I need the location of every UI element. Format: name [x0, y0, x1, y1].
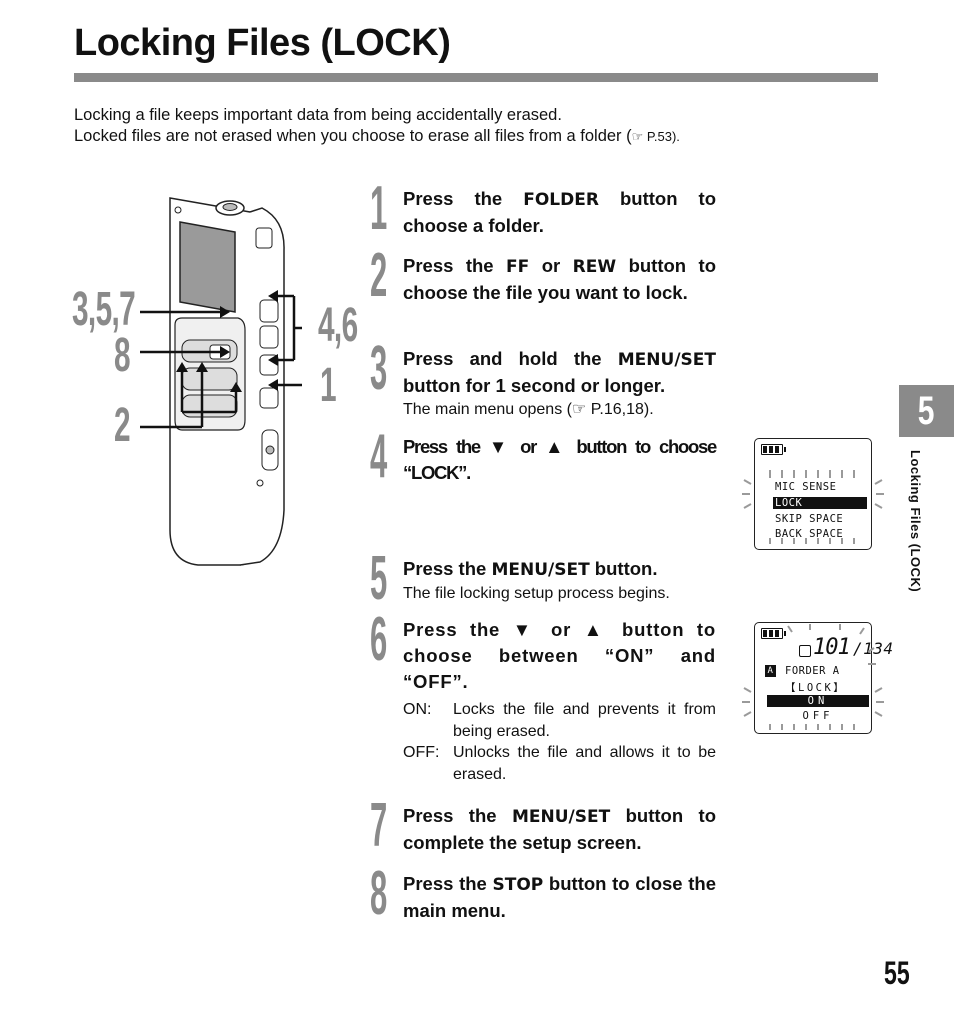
lcd-screen: MIC SENSE LOCK SKIP SPACE BACK SPACE	[754, 438, 872, 550]
blink-indicator	[742, 624, 884, 730]
total-files: /134	[853, 639, 894, 658]
step-number: 4	[370, 422, 388, 491]
chapter-tab: 5	[899, 385, 954, 437]
button-name: STOP	[492, 875, 544, 895]
lock-icon	[799, 645, 811, 657]
menu-item-selected: LOCK	[773, 497, 867, 509]
step-8: 8 Press the STOP button to close the mai…	[370, 863, 716, 925]
step-instruction: Press the MENU/SET button to complete th…	[403, 805, 716, 853]
intro-line-1: Locking a file keeps important data from…	[74, 106, 562, 124]
step-1: 1 Press the FOLDER button to choose a fo…	[370, 178, 717, 240]
step-number: 8	[370, 859, 388, 928]
folder-icon: A	[765, 665, 776, 677]
intro-line-2-text: Locked files are not erased when you cho…	[74, 127, 632, 145]
step-instruction: Press and hold the MENU/SET button for 1…	[403, 348, 716, 396]
step-instruction: Press the FOLDER button to choose a fold…	[403, 188, 717, 236]
callout-3-5-7: 3,5,7	[72, 283, 136, 336]
callout-4-6: 4,6	[318, 299, 358, 352]
page-reference: ☞ P.53).	[631, 129, 680, 144]
step-instruction: Press the MENU/SET button.	[403, 558, 658, 580]
step-6: 6 Press the ▼ or ▲ button to choose betw…	[370, 609, 716, 785]
definition-description: Unlocks the file and allows it to be era…	[453, 744, 716, 783]
definition-description: Locks the file and prevents it from bein…	[453, 701, 716, 740]
button-name: MENU/SET	[617, 350, 716, 370]
step-4: 4 Press the ▼ or ▲ button to choose “LOC…	[370, 426, 717, 488]
lcd-main-menu: MIC SENSE LOCK SKIP SPACE BACK SPACE	[740, 438, 886, 550]
definition-term: OFF:	[403, 744, 440, 761]
step-number: 3	[370, 334, 388, 403]
menu-item: SKIP SPACE	[775, 513, 844, 525]
definition-term: ON:	[403, 701, 432, 718]
step-5: 5 Press the MENU/SET button. The file lo…	[370, 548, 716, 610]
lcd-lock-setting: 101 /134 A FORDER A 【LOCK】 ON OFF	[740, 622, 893, 734]
definition-list: ON: Locks the file and prevents it from …	[403, 699, 716, 785]
definition-on: ON: Locks the file and prevents it from …	[403, 699, 716, 742]
callout-2: 2	[114, 399, 131, 452]
definition-off: OFF: Unlocks the file and allows it to b…	[403, 742, 716, 785]
option: OFF	[802, 710, 834, 722]
step-7: 7 Press the MENU/SET button to complete …	[370, 795, 716, 857]
battery-icon	[761, 628, 786, 639]
step-instruction: Press the FF or REW button to choose the…	[403, 255, 717, 303]
step-note: The main menu opens (☞ P.16,18).	[403, 401, 654, 418]
section-side-label: Locking Files (LOCK)	[908, 450, 923, 593]
callout-8: 8	[114, 329, 131, 382]
step-number: 6	[370, 605, 388, 674]
step-3: 3 Press and hold the MENU/SET button for…	[370, 338, 716, 420]
title-rule	[74, 73, 878, 82]
voice-recorder-illustration: 3,5,7 8 2 4,6 1	[70, 190, 360, 580]
battery-icon	[761, 444, 786, 455]
file-number: 101	[813, 635, 851, 660]
step-number: 7	[370, 791, 388, 860]
step-number: 1	[370, 174, 388, 243]
menu-item: BACK SPACE	[775, 528, 844, 540]
callout-1: 1	[320, 359, 337, 412]
step-number: 5	[370, 544, 388, 613]
step-note: The file locking setup process begins.	[403, 585, 670, 602]
button-name: MENU/SET	[511, 807, 611, 827]
button-name: FF	[506, 257, 530, 277]
step-instruction: Press the ▼ or ▲ button to choose betwee…	[403, 619, 716, 692]
intro-text: Locking a file keeps important data from…	[74, 105, 874, 147]
lcd-screen: 101 /134 A FORDER A 【LOCK】 ON OFF	[754, 622, 893, 734]
step-instruction: Press the STOP button to close the main …	[403, 873, 716, 921]
blink-indicator	[742, 470, 884, 544]
folder-label: FORDER A	[785, 665, 840, 677]
page-number: 55	[884, 955, 910, 991]
step-instruction: Press the ▼ or ▲ button to choose “LOCK”…	[403, 436, 717, 483]
recorder-drawing	[140, 197, 302, 566]
step-2: 2 Press the FF or REW button to choose t…	[370, 245, 717, 307]
page-title: Locking Files (LOCK)	[74, 22, 451, 64]
menu-item: MIC SENSE	[775, 481, 837, 493]
button-name: MENU/SET	[491, 560, 590, 580]
chapter-number: 5	[918, 388, 935, 433]
option-selected: ON	[767, 695, 869, 707]
button-name: FOLDER	[523, 190, 599, 210]
step-number: 2	[370, 241, 388, 310]
button-name: REW	[572, 257, 617, 277]
menu-title: 【LOCK】	[785, 682, 847, 694]
intro-line-2: Locked files are not erased when you cho…	[74, 126, 874, 147]
